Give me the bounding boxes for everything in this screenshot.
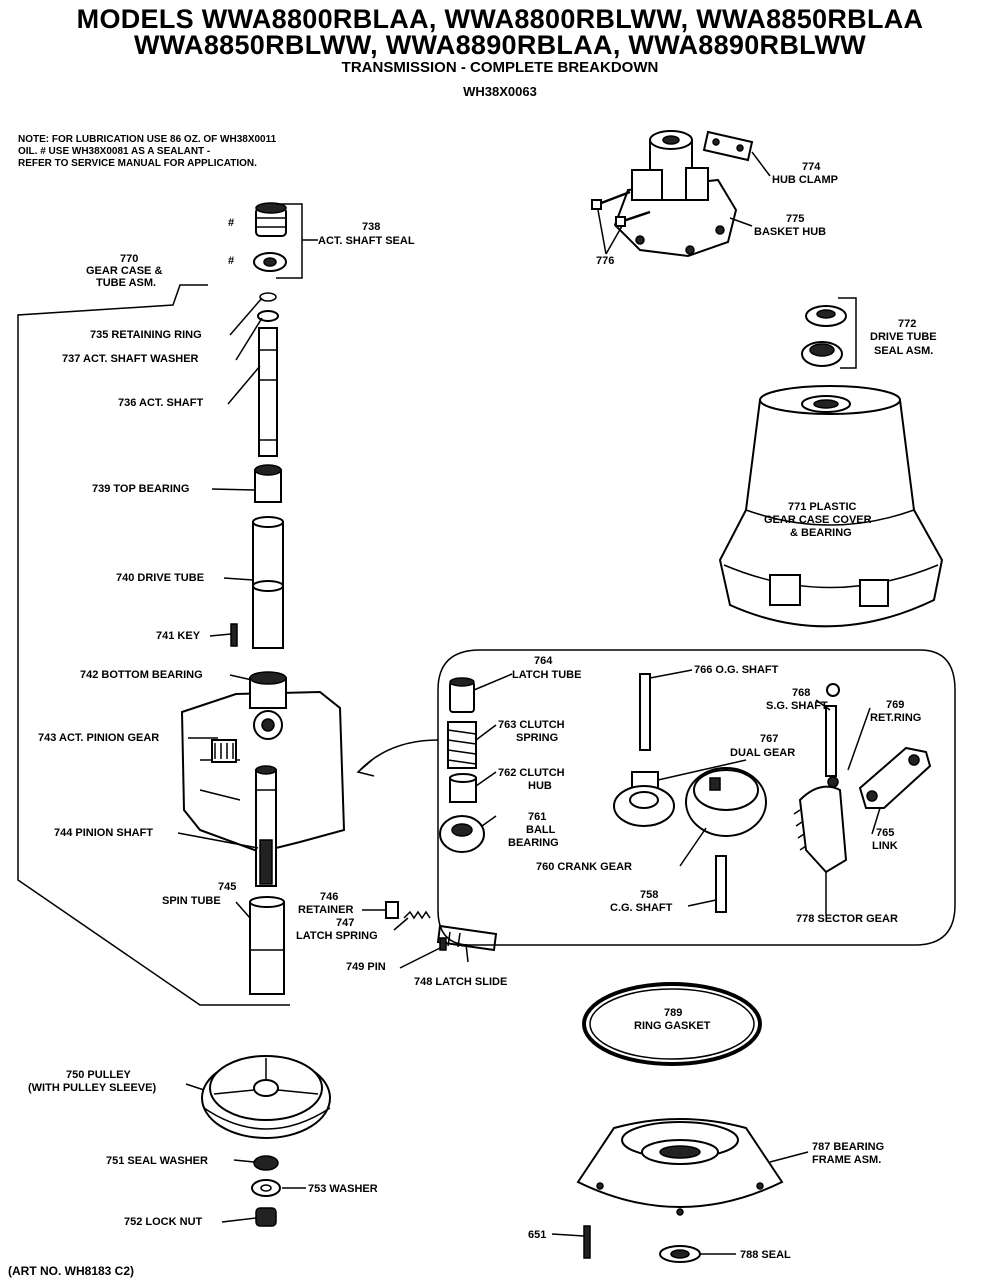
group-bracket-770 (17, 284, 290, 1006)
art-number: (ART NO. WH8183 C2) (8, 1264, 135, 1278)
plastic-gear-case-cover-part (718, 385, 944, 628)
pinion-shaft-part (255, 765, 277, 887)
label-top-bearing: 739 TOP BEARING (92, 483, 189, 495)
label-drive-tube: 740 DRIVE TUBE (116, 572, 204, 584)
spin-tube-part (249, 896, 285, 995)
label-bottom-bearing: 742 BOTTOM BEARING (80, 669, 203, 681)
leader-lines (177, 151, 881, 1255)
clutch-hub-part (449, 773, 477, 803)
seal-788-part (659, 1245, 701, 1263)
washer-part (251, 1179, 281, 1197)
hub-clamp-part (702, 130, 754, 162)
latch-tube-part (449, 677, 475, 713)
inset-arrow (359, 739, 439, 771)
inset-outline (437, 649, 956, 946)
dual-gear-part (613, 771, 675, 827)
label-pin: 749 PIN (346, 961, 386, 973)
label-sector-gear: 778 SECTOR GEAR (796, 913, 898, 925)
label-act-pinion-gear: 743 ACT. PINION GEAR (38, 732, 159, 744)
screw-651-part (583, 1225, 591, 1259)
lock-nut-part (255, 1207, 277, 1227)
label-og-shaft: 766 O.G. SHAFT (694, 664, 779, 676)
label-retaining-ring: 735 RETAINING RING (90, 329, 202, 341)
lubrication-note: NOTE: FOR LUBRICATION USE 86 OZ. OF WH38… (18, 134, 277, 169)
label-screw-651: 651 (528, 1229, 546, 1241)
label-lock-nut: 752 LOCK NUT (124, 1216, 203, 1228)
label-screw-776: 776 (596, 255, 614, 267)
act-shaft-part (258, 327, 278, 457)
label-act-shaft: 736 ACT. SHAFT (118, 397, 203, 409)
link-part (858, 746, 932, 809)
screws-776-part (591, 190, 651, 227)
label-crank-gear: 760 CRANK GEAR (536, 861, 632, 873)
crank-gear-part (685, 767, 767, 837)
pulley-part (201, 1055, 331, 1139)
og-shaft-part (639, 673, 651, 751)
part-number: WH38X0063 (463, 84, 537, 99)
sg-shaft-part (825, 683, 840, 788)
drive-tube-part (252, 516, 284, 649)
ball-bearing-part (439, 815, 485, 853)
latch-slide-group-part (385, 901, 498, 952)
cg-shaft-part (715, 855, 727, 913)
ring-gasket-part (582, 982, 762, 1066)
label-seal-washer: 751 SEAL WASHER (106, 1155, 208, 1167)
drive-tube-seal-part (801, 297, 857, 369)
bearing-frame-part (576, 1118, 784, 1216)
page-subtitle: TRANSMISSION - COMPLETE BREAKDOWN (341, 59, 659, 76)
page-title-line2: WWA8850RBLWW, WWA8890RBLAA, WWA8890RBLWW (133, 30, 867, 60)
act-shaft-seal-part (253, 202, 303, 279)
basket-hub-part (613, 130, 738, 258)
retaining-ring-part (257, 292, 279, 322)
label-pinion-shaft: 744 PINION SHAFT (54, 827, 153, 839)
sector-gear-part (793, 785, 848, 874)
label-hash-2: # (228, 255, 234, 267)
label-latch-slide: 748 LATCH SLIDE (414, 976, 507, 988)
key-part (230, 623, 238, 647)
label-key: 741 KEY (156, 630, 201, 642)
label-hash-1: # (228, 217, 234, 229)
clutch-spring-part (447, 721, 477, 769)
label-washer: 753 WASHER (308, 1183, 378, 1195)
top-bearing-part (254, 464, 282, 503)
label-seal: 788 SEAL (740, 1249, 791, 1261)
label-pulley: 750 PULLEY(WITH PULLEY SLEEVE) (28, 1069, 156, 1094)
label-act-shaft-washer: 737 ACT. SHAFT WASHER (62, 353, 199, 365)
page-title-line1: MODELS WWA8800RBLAA, WWA8800RBLWW, WWA88… (76, 4, 924, 34)
seal-washer-part (253, 1155, 279, 1171)
